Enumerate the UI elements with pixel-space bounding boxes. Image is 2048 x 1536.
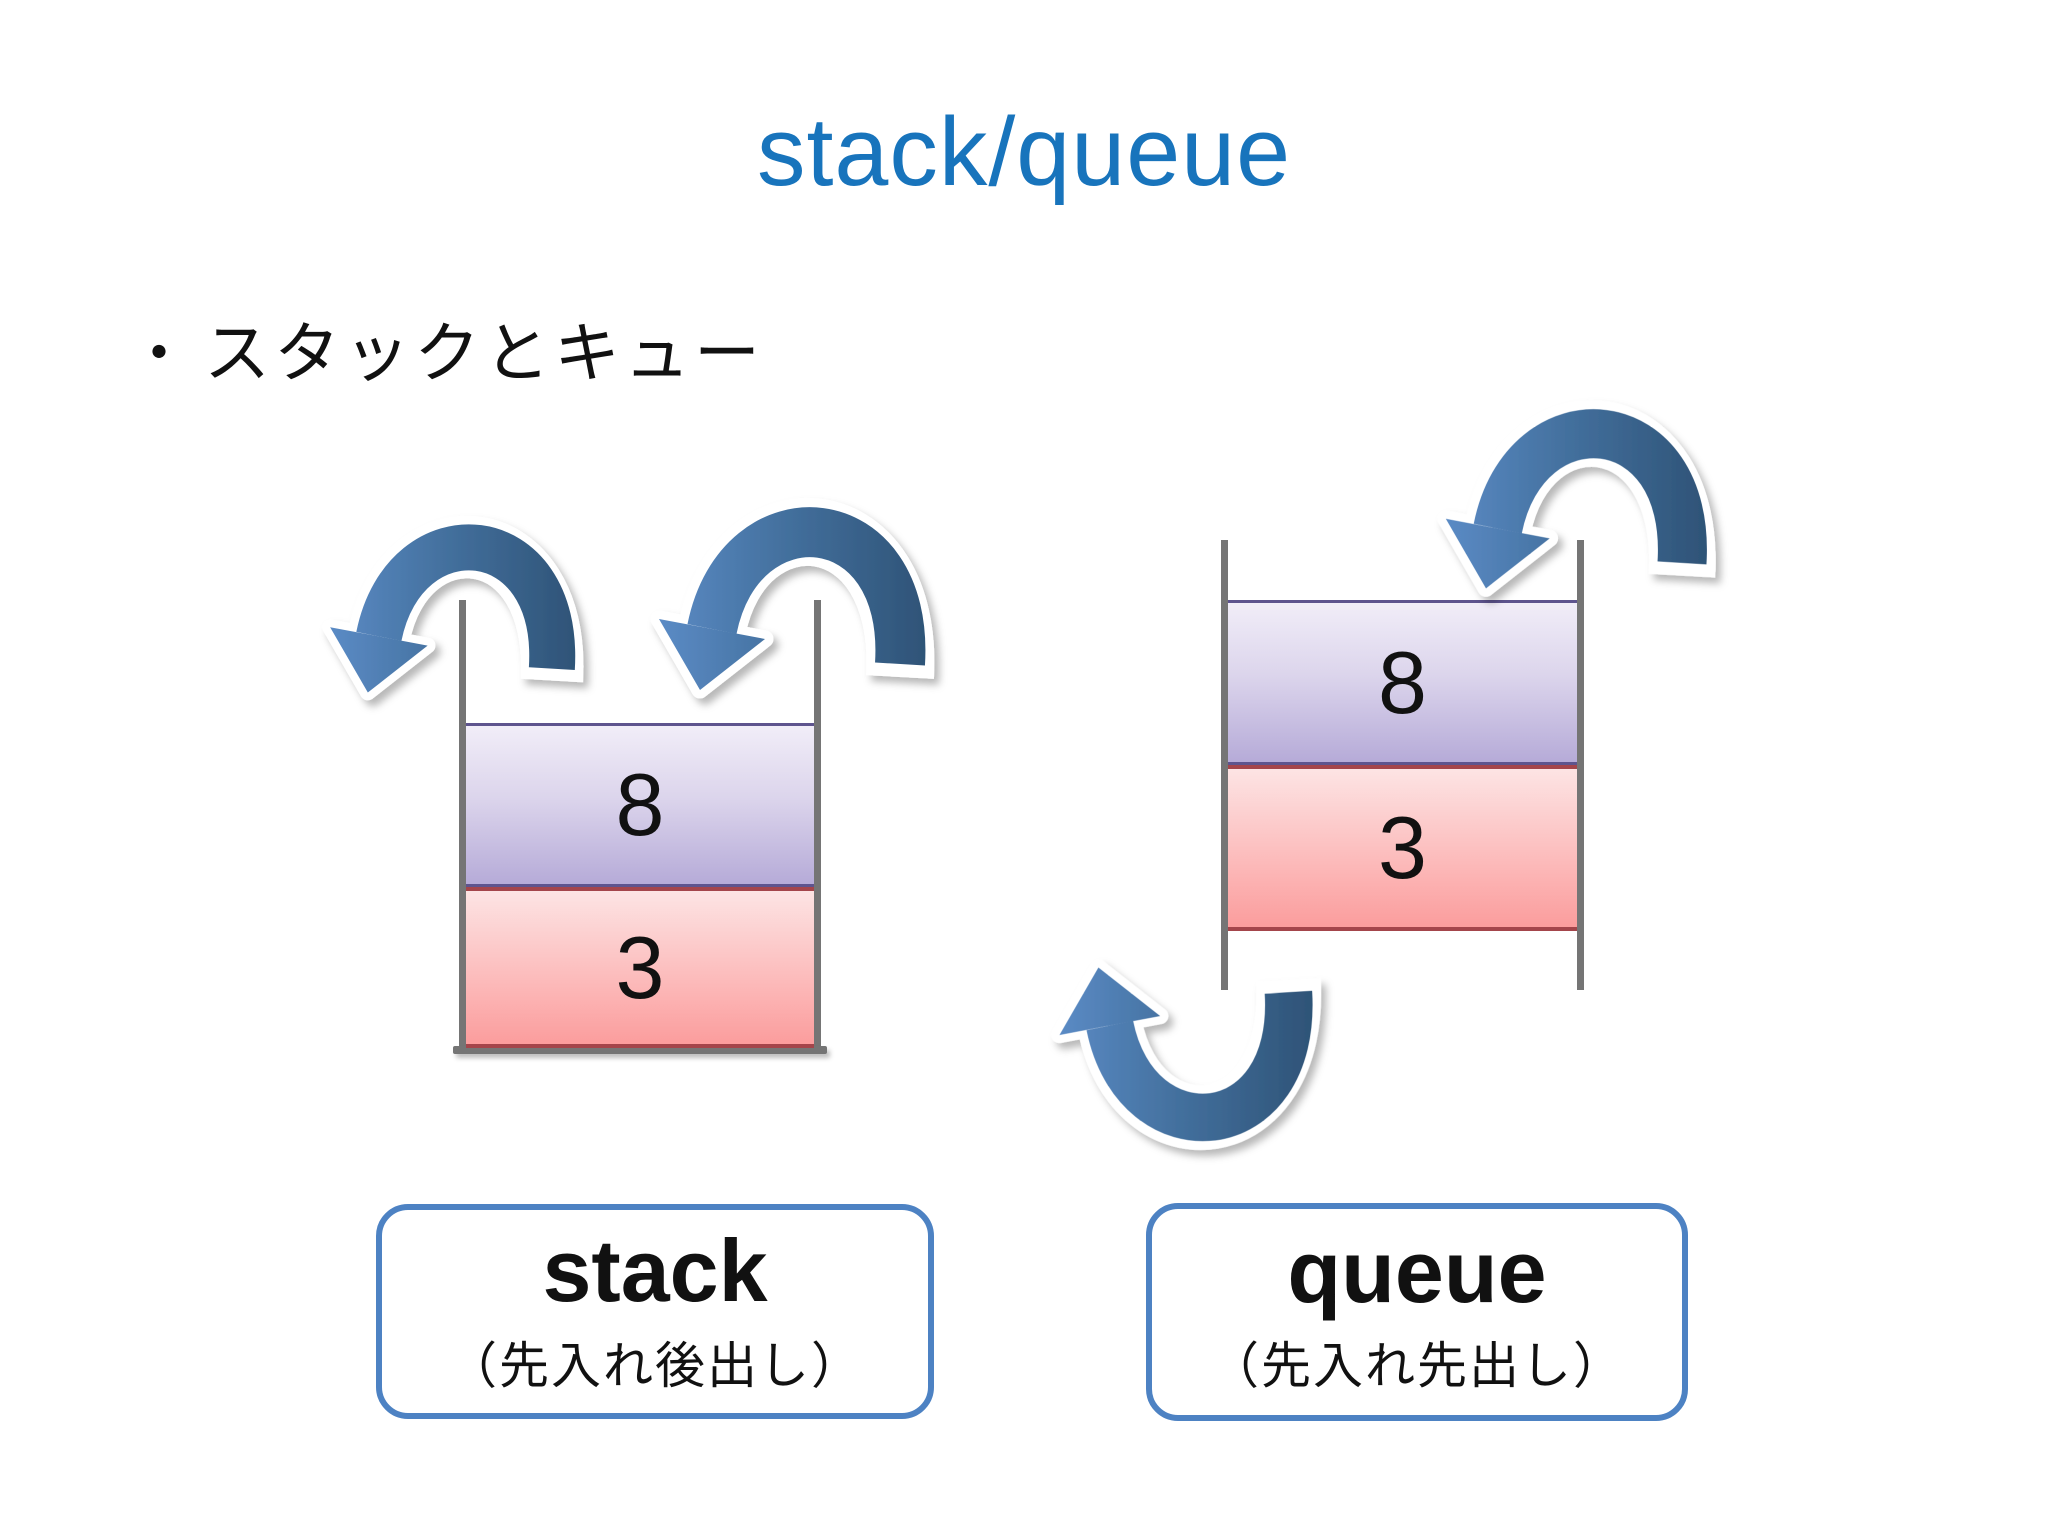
stack-wall-left — [459, 600, 466, 1053]
stack-label-name: stack — [542, 1221, 768, 1321]
stack-wall-bottom — [453, 1046, 827, 1054]
queue-label-name: queue — [1287, 1221, 1547, 1321]
stack-cell-top-value: 8 — [615, 755, 665, 854]
queue-cell-back: 3 — [1228, 765, 1577, 931]
stack-cell-top: 8 — [466, 723, 814, 887]
stack-label-reading: （先入れ後出し） — [447, 1337, 863, 1394]
queue-label-box: queue （先入れ先出し） — [1146, 1203, 1688, 1421]
bullet-marker: ・ — [128, 320, 191, 389]
bullet-line: ・ スタックとキュー — [128, 300, 764, 396]
dequeue-arrow-icon — [1059, 968, 1288, 1118]
stack-label-box: stack （先入れ後出し） — [376, 1204, 934, 1419]
queue-cell-front: 8 — [1228, 600, 1577, 765]
stack-push-arrow-icon — [659, 532, 900, 690]
bullet-text: スタックとキュー — [204, 316, 765, 390]
queue-label-reading: （先入れ先出し） — [1209, 1338, 1625, 1395]
page-title: stack/queue — [756, 97, 1292, 206]
stack-wall-right — [814, 600, 821, 1053]
queue-cell-front-value: 8 — [1378, 632, 1427, 732]
queue-wall-right — [1577, 540, 1584, 990]
queue-cell-back-value: 3 — [1378, 798, 1427, 897]
stack-pop-arrow-icon — [330, 547, 552, 692]
queue-wall-left — [1221, 540, 1228, 990]
enqueue-arrow-icon — [1446, 433, 1683, 588]
stack-cell-bottom-value: 3 — [615, 917, 665, 1017]
stack-cell-bottom: 3 — [466, 887, 814, 1048]
